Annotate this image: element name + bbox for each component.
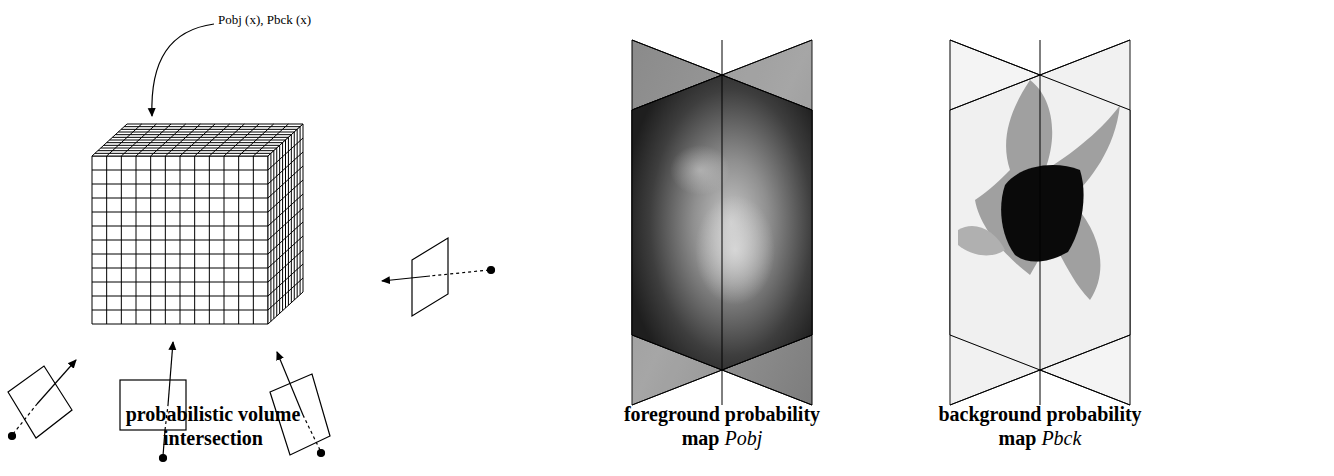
caption: probabilistic volume intersection <box>108 402 318 450</box>
caption: foreground probability map Pobj <box>605 402 840 450</box>
caption: background probability map Pbck <box>923 402 1158 450</box>
grid-line <box>291 135 292 303</box>
voxel-cube <box>92 124 303 324</box>
grid-line <box>253 156 254 324</box>
camera-views <box>8 238 495 462</box>
grid-line <box>224 124 259 156</box>
grid-line <box>92 310 268 311</box>
grid-line <box>92 282 268 283</box>
grid-line <box>195 124 230 156</box>
grid-line <box>224 156 225 324</box>
grid-line <box>112 137 288 138</box>
grid-line <box>92 268 268 269</box>
grid-line <box>92 296 268 297</box>
grid-line <box>92 254 268 255</box>
grid-line <box>297 129 298 297</box>
leader-line <box>152 24 214 116</box>
grid-line <box>294 132 295 300</box>
grid-line <box>194 156 195 324</box>
caption-text: background probability map <box>938 403 1141 449</box>
math-symbol: Pbck <box>1041 427 1081 449</box>
math-symbol: Pobj <box>725 427 763 449</box>
grid-line <box>209 124 244 156</box>
caption-text: probabilistic volume intersection <box>126 403 301 449</box>
grid-line <box>300 127 301 295</box>
grid-line <box>239 124 274 156</box>
grid-line <box>268 264 303 296</box>
grid-line <box>288 137 289 305</box>
grid-line <box>238 156 239 324</box>
grid-line <box>268 208 303 240</box>
grid-line <box>253 124 288 156</box>
grid-line <box>92 240 268 241</box>
grid-line <box>268 278 303 310</box>
caption-text: foreground probability map <box>624 403 820 449</box>
callout-label: Pobj (x), Pbck (x) <box>218 12 311 28</box>
grid-line <box>110 140 286 141</box>
grid-line <box>124 126 300 127</box>
grid-line <box>121 129 297 130</box>
background-map <box>950 40 1130 405</box>
grid-line <box>115 134 291 135</box>
grid-line <box>118 132 294 133</box>
grid-line <box>209 156 210 324</box>
grid-line <box>268 222 303 254</box>
grid-line <box>268 236 303 268</box>
foreground-map <box>632 40 812 405</box>
grid-line <box>268 250 303 282</box>
